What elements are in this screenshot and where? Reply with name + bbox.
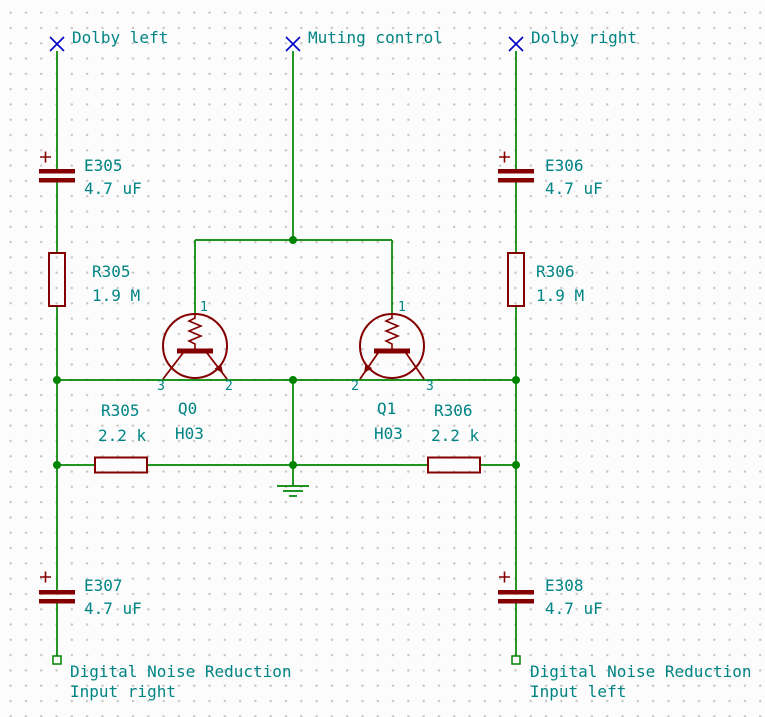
ref-label[interactable]: R306	[536, 262, 575, 281]
capacitor-e306[interactable]: E306 4.7 uF	[498, 151, 603, 199]
ref-label[interactable]: E306	[545, 156, 584, 175]
net-label-text-line2[interactable]: Input left	[530, 682, 626, 701]
capacitor-e307[interactable]: E307 4.7 uF	[39, 571, 142, 619]
unconnected-pin-square	[511, 655, 521, 665]
value-label[interactable]: 4.7 uF	[545, 179, 603, 198]
cap-plate	[39, 590, 75, 595]
ref-label[interactable]: Q0	[178, 399, 197, 418]
net-label-text-line1[interactable]: Digital Noise Reduction	[530, 662, 752, 681]
net-label-dnr-input-right[interactable]: Digital Noise Reduction Input right	[52, 655, 292, 701]
ref-label[interactable]: E305	[84, 156, 123, 175]
transistor-q0[interactable]: 1 3 2 Q0 H03	[157, 300, 233, 443]
pin-number-left: 2	[351, 379, 359, 394]
net-label-text-line2[interactable]: Input right	[70, 682, 176, 701]
junction-dot	[53, 376, 61, 384]
pin-number-base: 1	[200, 300, 208, 315]
ref-label[interactable]: R305	[101, 401, 140, 420]
emitter-lead	[359, 352, 379, 380]
net-label-text[interactable]: Dolby right	[531, 28, 637, 47]
value-label[interactable]: H03	[175, 424, 204, 443]
unconnected-pin-square	[52, 655, 62, 665]
polarity-plus-icon	[40, 571, 51, 583]
internal-resistor-zigzag	[383, 314, 401, 351]
collector-lead	[162, 352, 184, 380]
polarity-plus-icon	[499, 571, 510, 583]
cap-plate	[498, 178, 534, 183]
unconnected-x-icon	[508, 36, 524, 52]
resistor-body	[507, 252, 525, 307]
resistor-body	[94, 456, 148, 474]
net-label-text[interactable]: Muting control	[308, 28, 443, 47]
pin-number-left: 3	[157, 379, 165, 394]
ground-symbol[interactable]	[277, 485, 309, 497]
junction-dots	[53, 236, 520, 469]
pin-number-right: 3	[426, 379, 434, 394]
resistor-r306-bias[interactable]: R306 1.9 M	[507, 252, 584, 307]
polarity-plus-icon	[499, 151, 510, 163]
resistor-r306-emitter[interactable]: R306 2.2 k	[427, 401, 481, 474]
value-label[interactable]: 4.7 uF	[84, 599, 142, 618]
transistor-q1[interactable]: 1 2 3 Q1 H03	[351, 300, 434, 443]
ref-label[interactable]: R306	[434, 401, 473, 420]
value-label[interactable]: 2.2 k	[98, 426, 147, 445]
junction-dot	[512, 461, 520, 469]
net-label-muting-control[interactable]: Muting control	[285, 28, 443, 52]
resistor-body	[48, 252, 66, 307]
wires[interactable]	[56, 51, 517, 656]
resistor-r305-bias[interactable]: R305 1.9 M	[48, 252, 140, 307]
collector-lead	[405, 352, 425, 380]
cap-plate	[39, 599, 75, 604]
value-label[interactable]: 4.7 uF	[84, 179, 142, 198]
capacitor-e305[interactable]: E305 4.7 uF	[39, 151, 142, 199]
emitter-arrow-icon	[364, 363, 373, 373]
emitter-arrow-icon	[214, 363, 223, 373]
ref-label[interactable]: E308	[545, 576, 584, 595]
junction-dot	[289, 461, 297, 469]
resistor-body	[427, 456, 481, 474]
net-label-text[interactable]: Dolby left	[72, 28, 168, 47]
net-label-text-line1[interactable]: Digital Noise Reduction	[70, 662, 292, 681]
value-label[interactable]: 4.7 uF	[545, 599, 603, 618]
ref-label[interactable]: Q1	[377, 399, 396, 418]
capacitor-e308[interactable]: E308 4.7 uF	[498, 571, 603, 619]
junction-dot	[289, 236, 297, 244]
net-label-dolby-left[interactable]: Dolby left	[49, 28, 168, 52]
resistor-r305-emitter[interactable]: R305 2.2 k	[94, 401, 148, 474]
ref-label[interactable]: R305	[92, 262, 131, 281]
value-label[interactable]: 2.2 k	[431, 426, 480, 445]
value-label[interactable]: 1.9 M	[92, 286, 140, 305]
pin-number-base: 1	[398, 300, 406, 315]
unconnected-x-icon	[49, 36, 65, 52]
cap-plate	[498, 599, 534, 604]
cap-plate	[498, 169, 534, 174]
net-label-dnr-input-left[interactable]: Digital Noise Reduction Input left	[511, 655, 752, 701]
junction-dot	[512, 376, 520, 384]
value-label[interactable]: 1.9 M	[536, 286, 584, 305]
cap-plate	[39, 178, 75, 183]
value-label[interactable]: H03	[374, 424, 403, 443]
emitter-lead	[206, 352, 228, 380]
junction-dot	[53, 461, 61, 469]
cap-plate	[498, 590, 534, 595]
ref-label[interactable]: E307	[84, 576, 123, 595]
internal-resistor-zigzag	[186, 314, 204, 351]
cap-plate	[39, 169, 75, 174]
polarity-plus-icon	[40, 151, 51, 163]
net-label-dolby-right[interactable]: Dolby right	[508, 28, 637, 52]
junction-dot	[289, 376, 297, 384]
unconnected-x-icon	[285, 36, 301, 52]
pin-number-right: 2	[225, 379, 233, 394]
